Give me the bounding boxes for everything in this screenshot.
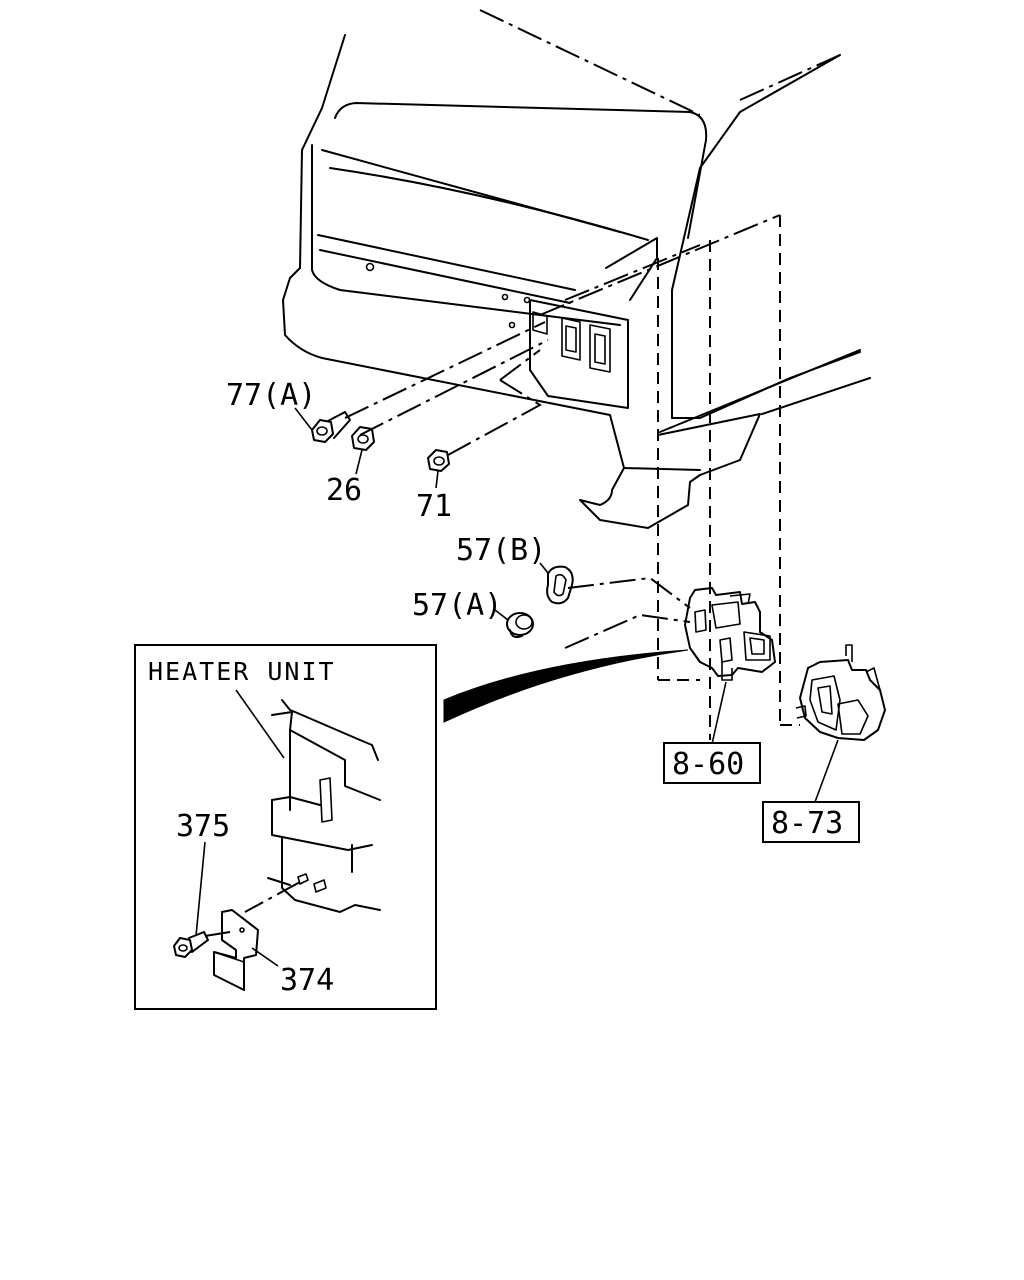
callout-26: 26 <box>326 473 362 508</box>
reference-8-60[interactable]: 8-60 <box>672 747 744 782</box>
heater-unit-assembly-icon <box>684 587 776 681</box>
dashboard-outline <box>282 34 871 529</box>
callout-375: 375 <box>176 809 230 844</box>
nut-71-icon <box>427 449 450 472</box>
reference-box-8-73 <box>762 801 860 843</box>
leader-lines <box>294 407 839 803</box>
grommet-57a-icon <box>506 612 534 639</box>
callout-77a: 77(A) <box>226 378 316 413</box>
callout-71: 71 <box>416 489 452 524</box>
grommet-57b-icon <box>546 565 574 605</box>
fastener-77a-icon <box>311 411 351 443</box>
inset-title: HEATER UNIT <box>148 657 336 686</box>
callout-57a: 57(A) <box>412 588 502 623</box>
callout-374: 374 <box>280 963 334 998</box>
blower-unit-icon <box>795 644 886 741</box>
phantom-lines <box>344 9 841 740</box>
reference-8-73[interactable]: 8-73 <box>771 806 843 841</box>
reference-box-8-60 <box>663 742 761 784</box>
callout-57b: 57(B) <box>456 533 546 568</box>
inset-pointer <box>443 649 689 723</box>
inset-detail-box <box>134 644 437 1010</box>
nut-26-icon <box>351 426 375 451</box>
bracket-374-icon <box>213 909 259 991</box>
